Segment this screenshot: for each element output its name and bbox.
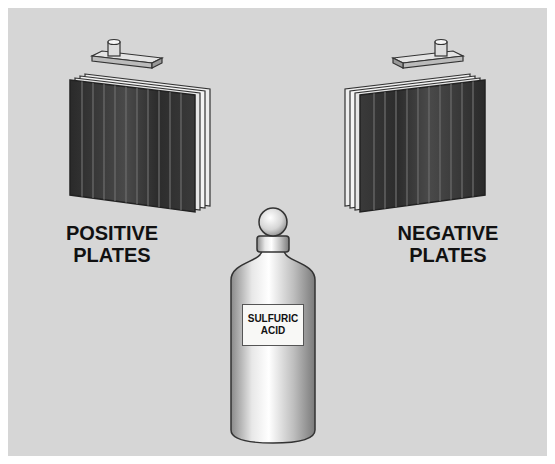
bottle-label: SULFURIC ACID: [242, 304, 304, 346]
positive-plates: [70, 40, 210, 231]
background-panel: [8, 8, 547, 456]
negative-plates: [345, 40, 485, 231]
acid-bottle: [231, 208, 315, 443]
part-label: NEGATIVE PLATES: [378, 222, 518, 266]
part-label: POSITIVE PLATES: [42, 222, 182, 266]
bottle-label-text: SULFURIC ACID: [243, 313, 303, 337]
